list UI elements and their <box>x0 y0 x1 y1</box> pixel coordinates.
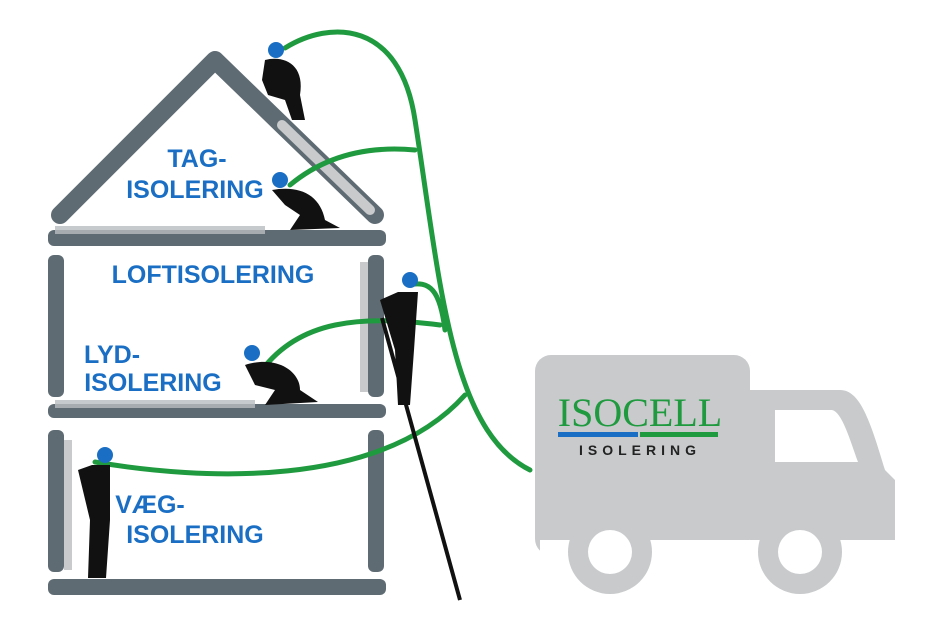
label-wall-line1: VÆG- <box>115 491 184 519</box>
wheel-front-rim <box>778 530 822 574</box>
logo-bar-blue <box>558 432 638 437</box>
worker-roof-kneeling <box>272 172 340 230</box>
truck-box <box>535 355 750 555</box>
helmet-icon <box>97 447 113 463</box>
truck-window <box>775 410 858 462</box>
roof-insulation-strip <box>277 120 375 215</box>
worker-roof <box>262 42 305 120</box>
ground-floor <box>48 579 386 595</box>
logo-bar-green <box>640 432 718 437</box>
helmet-icon <box>268 42 284 58</box>
worker-ladder <box>380 272 418 405</box>
left-wall-lower <box>48 430 64 572</box>
worker-wall <box>78 447 113 578</box>
left-wall-lower-insulation <box>64 440 72 570</box>
middle-floor-insulation <box>55 400 255 408</box>
label-sound-line2: ISOLERING <box>84 369 222 397</box>
ladder <box>380 317 462 601</box>
right-wall-lower <box>368 430 384 572</box>
truck-logo-subtitle: ISOLERING <box>579 442 701 458</box>
wheel-rear-rim <box>588 530 632 574</box>
label-roof-line1: TAG- <box>167 145 226 173</box>
worker-floor-kneeling <box>244 345 318 405</box>
label-sound-line1: LYD- <box>84 341 140 369</box>
hose-roof-inner <box>287 146 418 188</box>
right-wall-upper <box>368 255 384 397</box>
label-wall-line2: ISOLERING <box>126 521 264 549</box>
helmet-icon <box>244 345 260 361</box>
helmet-icon <box>272 172 288 188</box>
left-wall-upper <box>48 255 64 397</box>
right-wall-upper-insulation <box>360 262 368 392</box>
hose-wall <box>92 392 468 477</box>
label-roof-line2: ISOLERING <box>126 176 264 204</box>
hose-roof <box>282 29 533 473</box>
truck-logo: ISOCELL <box>558 390 722 435</box>
label-attic: LOFTISOLERING <box>112 261 315 289</box>
truck: ISOCELL ISOLERING <box>535 355 895 594</box>
attic-floor-insulation <box>55 226 265 234</box>
helmet-icon <box>402 272 418 288</box>
